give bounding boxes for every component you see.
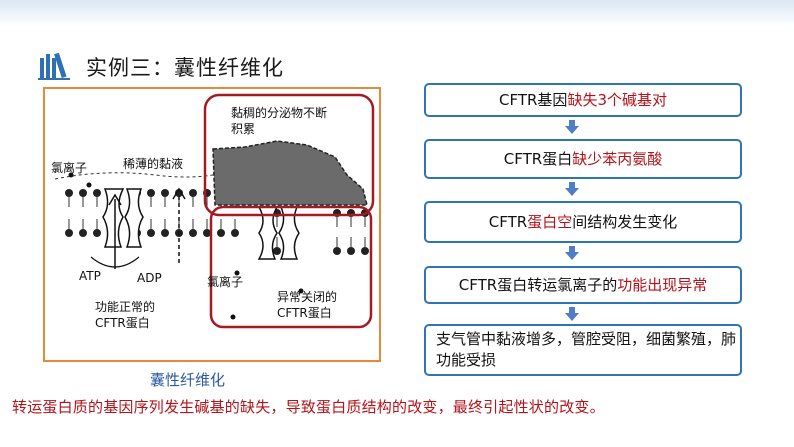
flow-step-4-text: CFTR蛋白转运氯离子的 [458,275,618,294]
figure-caption: 囊性纤维化 [150,371,226,389]
flow-step-1-highlight: 缺失3个碱基对 [567,90,667,109]
membrane-diagram [54,93,375,329]
flow-step-4-highlight: 功能出现异常 [617,275,708,294]
flow-step-1-text: CFTR基因 [499,90,568,109]
label-atp: ATP [79,269,101,283]
books-icon [38,52,70,80]
label-thin-mucus: 稀薄的黏液 [123,157,184,171]
cf-membrane-figure: 氯离子 稀薄的黏液 黏稠的分泌物不断积累 ATP ADP 功能正常的CFTR蛋白… [43,87,381,362]
header-band [0,0,794,26]
flow-step-1: CFTR基因缺失3个碱基对 [424,83,742,117]
label-thick-secretion: 黏稠的分泌物不断积累 [231,106,328,136]
label-adp: ADP [137,271,162,285]
flow-step-5-text: 支气管中黏液增多，管腔受阻，细菌繁殖，肺功能受损 [436,330,737,369]
flow-step-2: CFTR蛋白缺少苯丙氨酸 [424,139,742,179]
flow-step-2-text: CFTR蛋白 [503,149,573,168]
label-closed-cftr: 异常关闭的CFTR蛋白 [277,290,338,320]
conclusion-text: 转运蛋白质的基因序列发生碱基的缺失，导致蛋白质结构的改变，最终引起性状的改变。 [12,398,605,416]
flow-step-4: CFTR蛋白转运氯离子的功能出现异常 [424,266,742,304]
flow-step-2-highlight: 缺少苯丙氨酸 [572,149,663,168]
label-chloride-ion-right: 氯离子 [207,275,244,289]
flow-step-5: 支气管中黏液增多，管腔受阻，细菌繁殖，肺功能受损 [424,324,742,376]
flow-step-3-tail: 间结构发生变化 [572,212,678,231]
flow-step-3-text: CFTR [488,212,528,231]
label-chloride-ion-left: 氯离子 [51,161,88,175]
page-title: 实例三：囊性纤维化 [86,56,284,80]
flow-step-3-highlight: 蛋白空 [527,212,573,231]
label-normal-cftr: 功能正常的CFTR蛋白 [95,300,156,330]
